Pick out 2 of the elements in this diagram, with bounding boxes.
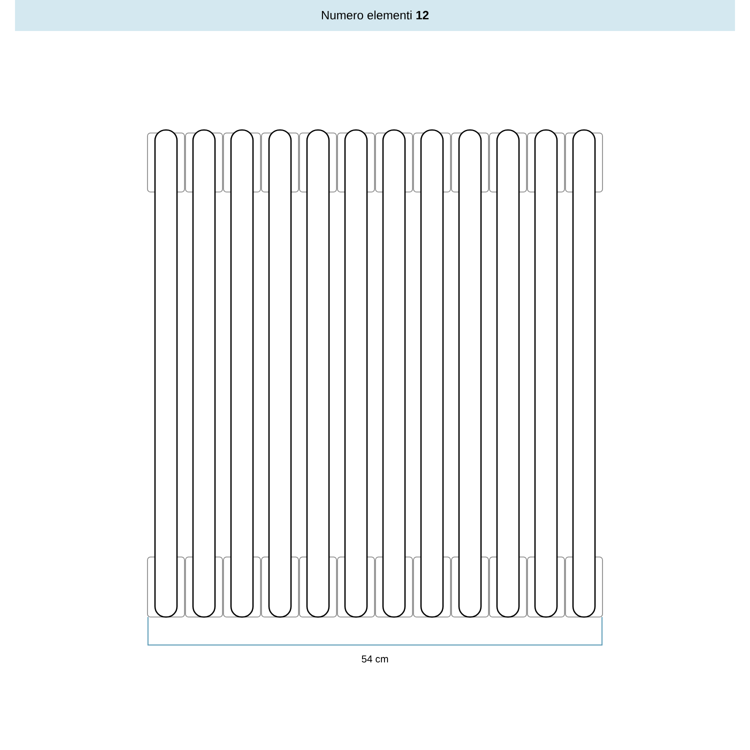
title-bar: Numero elementi 12 bbox=[15, 0, 735, 31]
dimension-label: 54 cm bbox=[362, 656, 388, 662]
